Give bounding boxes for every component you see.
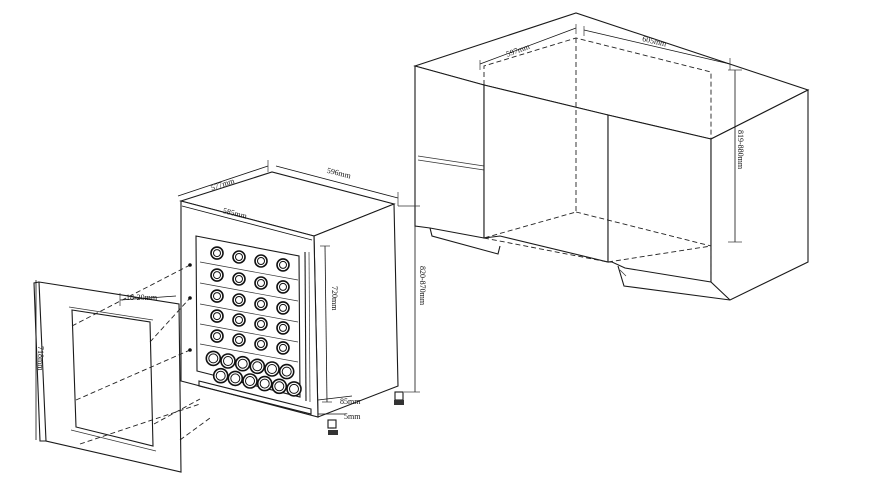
bottle-end xyxy=(232,272,246,286)
fridge-glass xyxy=(195,235,301,398)
bottle-end xyxy=(210,309,224,323)
fridge-feet xyxy=(327,391,404,435)
bottle-end-inner xyxy=(215,370,226,381)
bottle-end xyxy=(254,254,268,268)
label-cabinet-height: 819-880mm xyxy=(736,130,745,170)
cabinet-plinth-right xyxy=(617,265,731,301)
dim-line-foot-offset xyxy=(317,395,353,401)
dim-line-fridge-depth xyxy=(177,165,269,197)
bottle-end-inner xyxy=(259,378,270,389)
bottle-end xyxy=(276,258,290,272)
label-fridge-body-height: 720mm xyxy=(330,286,339,311)
bottle-end xyxy=(232,333,246,347)
bottle-end-inner xyxy=(213,292,221,301)
bottle-end xyxy=(232,313,246,327)
bottle-end-inner xyxy=(279,343,287,352)
cabinet-left-front xyxy=(414,65,485,239)
bottle-end-inner xyxy=(235,296,243,304)
cabinet-left-side xyxy=(483,84,609,263)
bottle-end-inner xyxy=(213,312,221,321)
bottle-end xyxy=(276,341,290,355)
label-door-height: 718mm xyxy=(36,346,45,371)
cabinet-drawing: 597mm 605mm 819-880mm xyxy=(413,12,810,301)
bottle-end xyxy=(232,250,246,264)
wine-shelves xyxy=(199,261,299,363)
bottle-end-inner xyxy=(257,300,265,308)
bottle-end-inner xyxy=(213,271,221,280)
bottle-end-inner xyxy=(213,332,221,341)
bottle-end-inner xyxy=(235,275,243,283)
bottle-end-inner xyxy=(235,336,243,344)
dim-line-fridge-body-height xyxy=(324,245,328,403)
dim-line-fridge-width xyxy=(275,165,399,199)
bottle-end-inner xyxy=(208,353,219,364)
label-door-gap: 18-20mm xyxy=(126,293,158,302)
cabinet-drawer-line xyxy=(417,155,485,167)
bottle-end xyxy=(232,293,246,307)
dim-line-cabinet-depth xyxy=(479,27,577,65)
door-panel-drawing: 718mm 18-20mm xyxy=(33,280,182,473)
label-foot-offset: 85mm xyxy=(340,397,361,406)
cabinet-right-front xyxy=(607,114,712,283)
bottle-end xyxy=(210,268,224,282)
dim-line-door-gap xyxy=(119,295,177,301)
dim-line-fridge-inner-width xyxy=(181,205,313,241)
bottle-end-inner xyxy=(257,320,265,328)
fridge-vent xyxy=(198,380,312,415)
bottle-end-inner xyxy=(267,364,277,374)
bottle-end-inner xyxy=(279,323,287,332)
bottle-end-inner xyxy=(257,340,265,348)
bottle-end xyxy=(210,289,224,303)
wine-bottles xyxy=(205,246,302,397)
bottle-end-inner xyxy=(223,356,233,366)
bottle-end-inner xyxy=(279,260,287,269)
label-fridge-width: 596mm xyxy=(326,166,353,181)
bottle-end-inner xyxy=(235,253,243,261)
bottle-end xyxy=(254,297,268,311)
alignment-guides xyxy=(71,263,211,445)
bottle-end-inner xyxy=(279,282,287,291)
door-panel xyxy=(38,281,182,473)
bottle-end-inner xyxy=(257,279,265,287)
bottle-end xyxy=(254,317,268,331)
bottle-end-inner xyxy=(252,361,263,372)
bottle-end-inner xyxy=(213,249,221,258)
recess-hidden-back xyxy=(483,38,577,239)
bottle-end xyxy=(276,280,290,294)
label-fridge-height: 820-870mm xyxy=(418,266,427,306)
bottle-end xyxy=(254,337,268,351)
label-foot-spacing: 5mm xyxy=(344,412,361,421)
bottle-end xyxy=(276,321,290,335)
door-glass xyxy=(71,309,154,447)
bottle-end xyxy=(210,246,224,260)
bottle-end-inner xyxy=(230,373,241,384)
bottle-end xyxy=(254,276,268,290)
bottle-end-inner xyxy=(289,383,299,394)
bottle-end-inner xyxy=(281,366,292,377)
bottle-end-inner xyxy=(245,376,255,386)
dim-line-cabinet-width xyxy=(583,29,731,65)
bottle-end-inner xyxy=(235,316,243,324)
bottle-end-inner xyxy=(257,257,265,265)
bottle-end-inner xyxy=(237,358,248,369)
bottle-end xyxy=(210,329,224,343)
bottle-end-inner xyxy=(279,303,287,312)
cabinet-plinth-left xyxy=(429,227,501,255)
bottle-end xyxy=(276,301,290,315)
wine-fridge-drawing: 577mm 596mm 585mm 720mm 820-870mm 85mm 5… xyxy=(177,160,427,435)
cabinet-drawer-line xyxy=(417,159,485,171)
bottle-end-inner xyxy=(274,381,285,392)
